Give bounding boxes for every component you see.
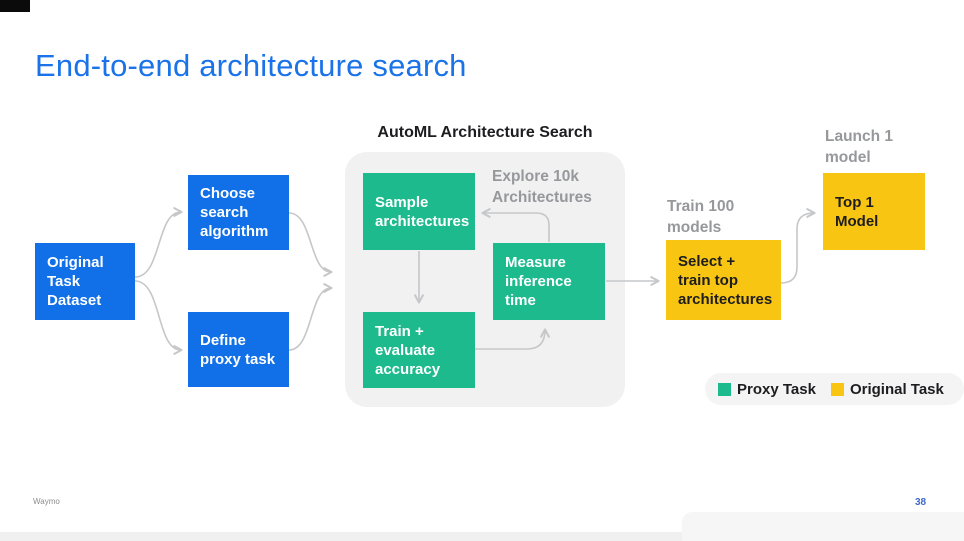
bottom-strip <box>0 532 964 541</box>
legend-proxy-task-label: Proxy Task <box>737 380 816 398</box>
node-train-evaluate-accuracy: Train + evaluate accuracy <box>363 312 475 388</box>
node-measure-inference-time: Measure inference time <box>493 243 605 320</box>
node-top-1-model: Top 1 Model <box>823 173 925 250</box>
original-task-swatch-icon <box>830 382 844 396</box>
arrow-define-to-search <box>288 283 333 351</box>
slide-title: End-to-end architecture search <box>35 48 467 83</box>
legend-original-task-label: Original Task <box>849 380 944 398</box>
node-original-task-dataset: Original Task Dataset <box>35 243 135 320</box>
legend: Proxy Task Original Task <box>705 373 964 405</box>
node-define-proxy-task: Define proxy task <box>188 312 289 387</box>
annotation-train-100-models: Train 100 models <box>667 198 735 236</box>
arrow-choose-to-search <box>288 212 333 277</box>
legend-item-proxy-task: Proxy Task <box>718 381 816 398</box>
automl-container-label: AutoML Architecture Search <box>377 124 593 141</box>
arrow-select-to-topmodel <box>780 208 816 284</box>
annotation-launch-1-model: Launch 1 model <box>825 128 894 166</box>
brand-watermark: Waymo <box>33 497 60 506</box>
legend-item-original-task: Original Task <box>830 380 944 398</box>
top-left-black-bar <box>0 0 30 12</box>
bottom-right-overlay <box>682 512 964 541</box>
annotation-explore-10k: Explore 10k Architectures <box>492 168 592 206</box>
proxy-task-swatch-icon <box>718 382 731 396</box>
arrow-dataset-to-choose <box>134 207 183 278</box>
page-number: 38 <box>915 497 927 508</box>
node-choose-search-algorithm: Choose search algorithm <box>188 175 289 250</box>
arrow-dataset-to-define <box>134 280 183 355</box>
node-select-train-top-architectures: Select + train top architectures <box>666 240 781 320</box>
node-sample-architectures: Sample architectures <box>363 173 475 250</box>
